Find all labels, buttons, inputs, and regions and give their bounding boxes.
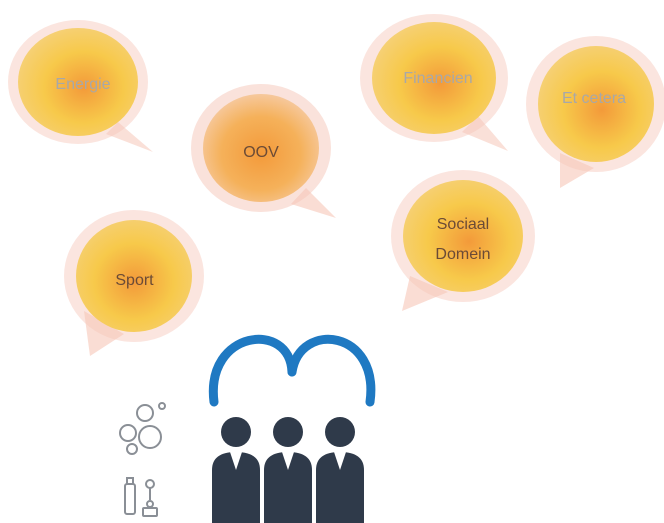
bubble-label-oov: OOV (243, 144, 279, 161)
bubble-sport: Sport (62, 206, 207, 356)
bubble-financien: Financien (358, 6, 518, 151)
speech-bubble-icon (391, 170, 535, 311)
bubbles-icon (119, 402, 166, 455)
speech-bubble-icon (526, 36, 664, 188)
speech-bubble-icon (8, 20, 153, 152)
bubble-label-sociaal-domein: Sociaal Domein (435, 216, 491, 263)
bubble-label-financien: Financien (403, 70, 473, 87)
bubble-label-et-cetera: Et cetera (561, 90, 627, 107)
heart-outline-icon (208, 334, 376, 407)
speech-bubble-icon (64, 210, 204, 356)
bubble-label-energie: Energie (55, 76, 111, 93)
bubble-sociaal-domein: Sociaal Domein (388, 166, 538, 311)
usb-network-icon (124, 477, 158, 517)
bubble-energie: Energie (8, 12, 158, 152)
bubble-et-cetera: Et cetera (524, 28, 664, 188)
bubble-oov: OOV (186, 78, 336, 218)
bubble-label-sport: Sport (115, 272, 154, 289)
people-group-icon (212, 417, 364, 523)
speech-bubble-icon (191, 84, 336, 218)
speech-bubble-icon (360, 14, 508, 151)
